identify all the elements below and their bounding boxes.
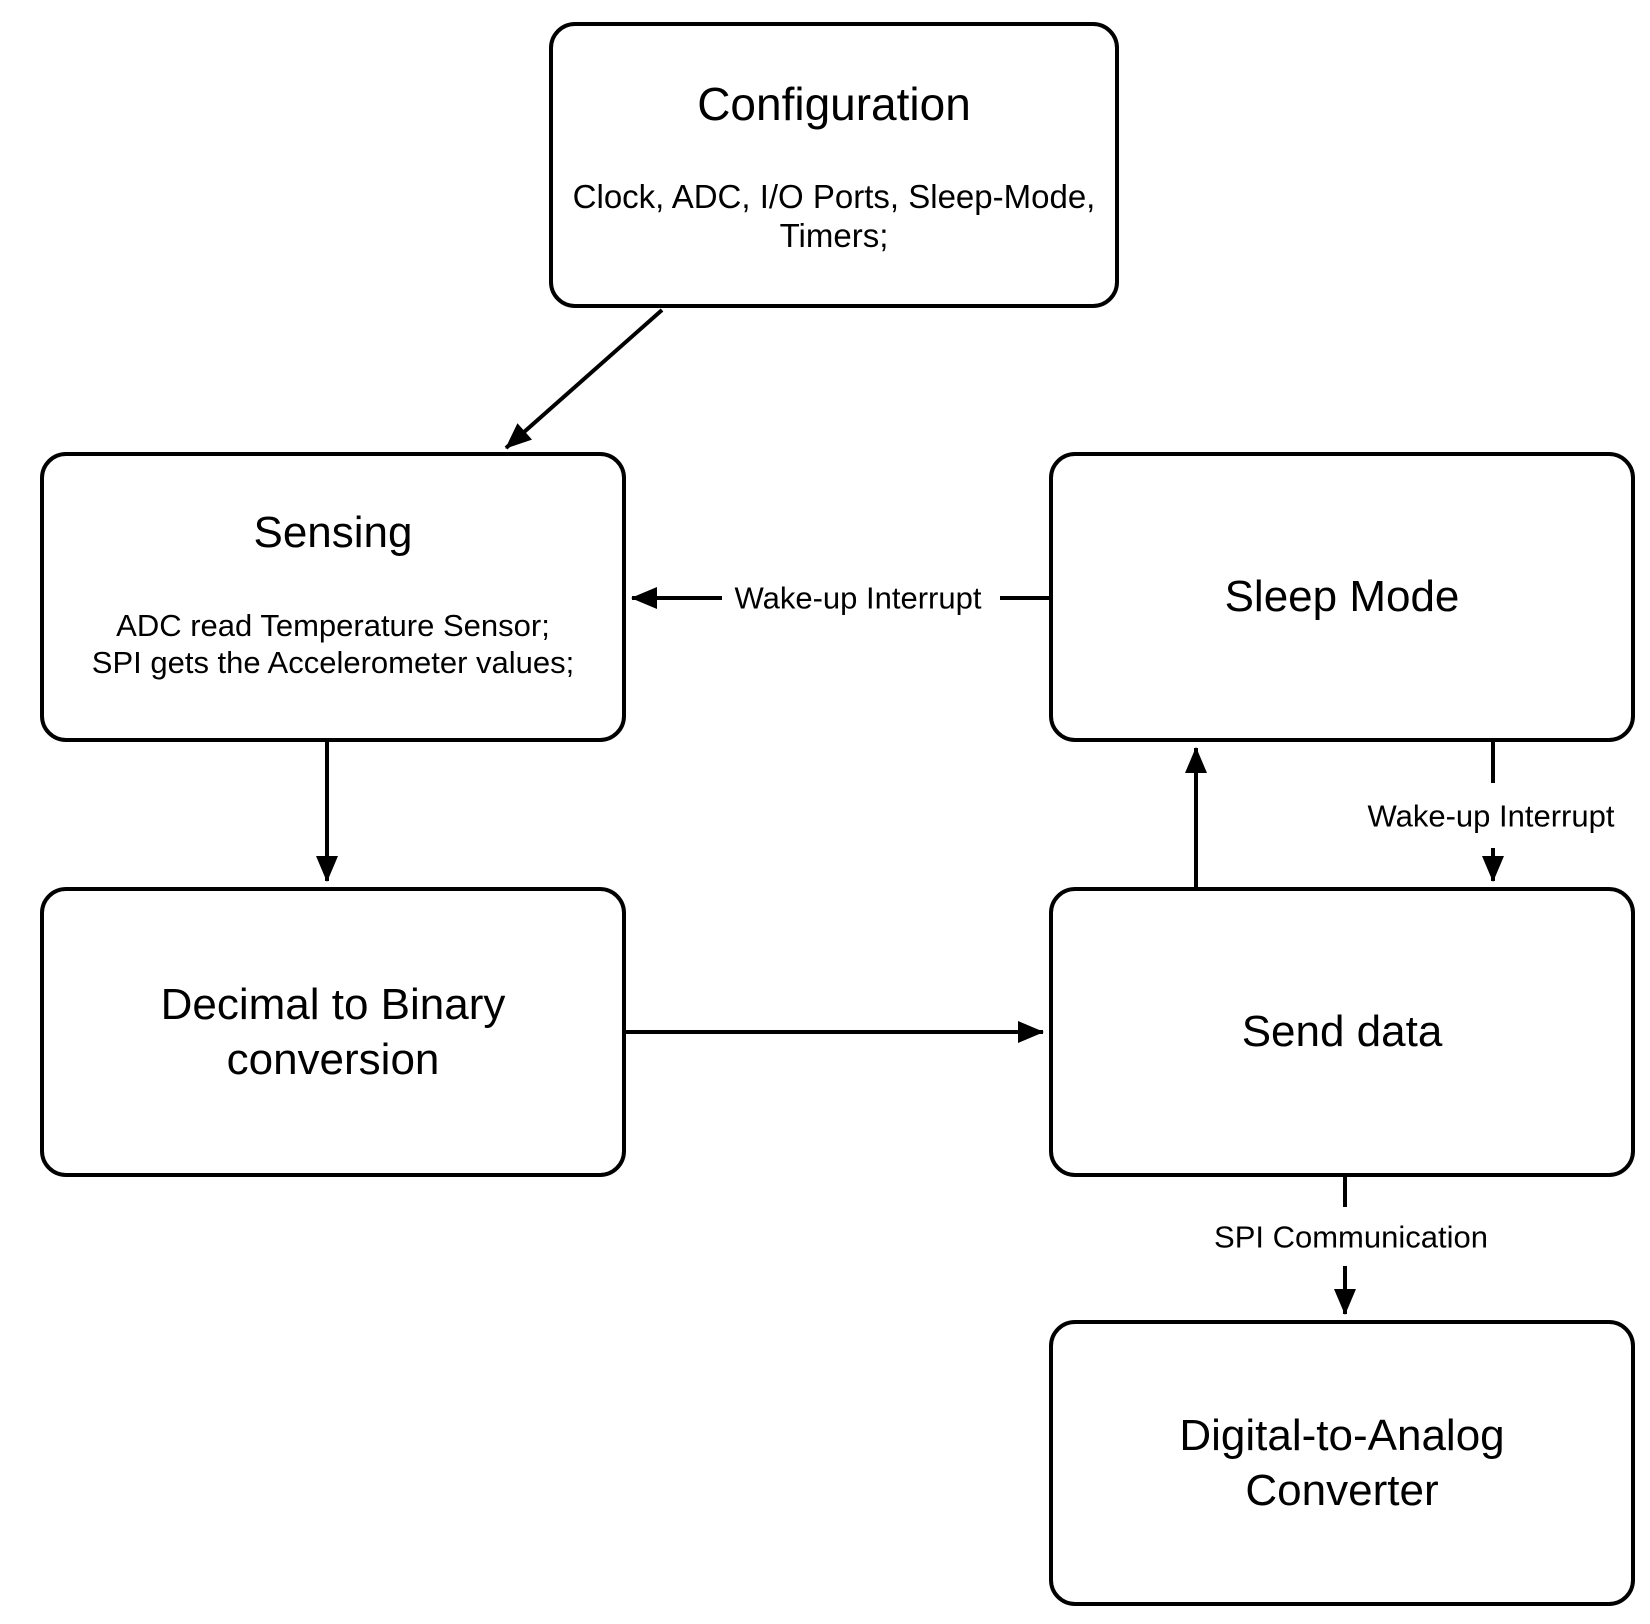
node-sensing-title: Sensing xyxy=(253,508,413,557)
node-configuration-title: Configuration xyxy=(697,78,971,130)
node-sensing-body-line2: SPI gets the Accelerometer values; xyxy=(91,644,575,680)
node-sensing: Sensing ADC read Temperature Sensor; SPI… xyxy=(40,452,626,742)
edge-configuration-to-sensing-arrow xyxy=(504,308,664,450)
node-send-data-title: Send data xyxy=(1241,1006,1443,1056)
node-sensing-body: ADC read Temperature Sensor; SPI gets th… xyxy=(92,607,574,681)
node-configuration: Configuration Clock, ADC, I/O Ports, Sle… xyxy=(549,22,1119,308)
node-decimal-to-binary: Decimal to Binary conversion xyxy=(40,887,626,1177)
node-send-data: Send data xyxy=(1049,887,1635,1177)
node-decimal-to-binary-title-line1: Decimal to Binary xyxy=(160,980,506,1029)
node-decimal-to-binary-title-line2: conversion xyxy=(226,1035,440,1084)
edge-label-wakeup-interrupt-right: Wake-up Interrupt xyxy=(1357,797,1625,835)
node-digital-to-analog-converter: Digital-to-Analog Converter xyxy=(1049,1320,1635,1606)
node-sleep-mode-title: Sleep Mode xyxy=(1224,571,1460,621)
node-sensing-body-line1: ADC read Temperature Sensor; xyxy=(116,607,550,643)
edge-label-spi-communication: SPI Communication xyxy=(1204,1218,1498,1256)
node-dac-title-line1: Digital-to-Analog xyxy=(1179,1411,1505,1460)
node-configuration-body: Clock, ADC, I/O Ports, Sleep-Mode, Timer… xyxy=(573,177,1096,255)
node-configuration-body-line2: Timers; xyxy=(779,216,889,254)
edge-label-wakeup-interrupt-left: Wake-up Interrupt xyxy=(724,579,992,617)
node-sleep-mode: Sleep Mode xyxy=(1049,452,1635,742)
node-configuration-body-line1: Clock, ADC, I/O Ports, Sleep-Mode, xyxy=(572,177,1096,215)
node-dac-title-line2: Converter xyxy=(1245,1466,1439,1515)
